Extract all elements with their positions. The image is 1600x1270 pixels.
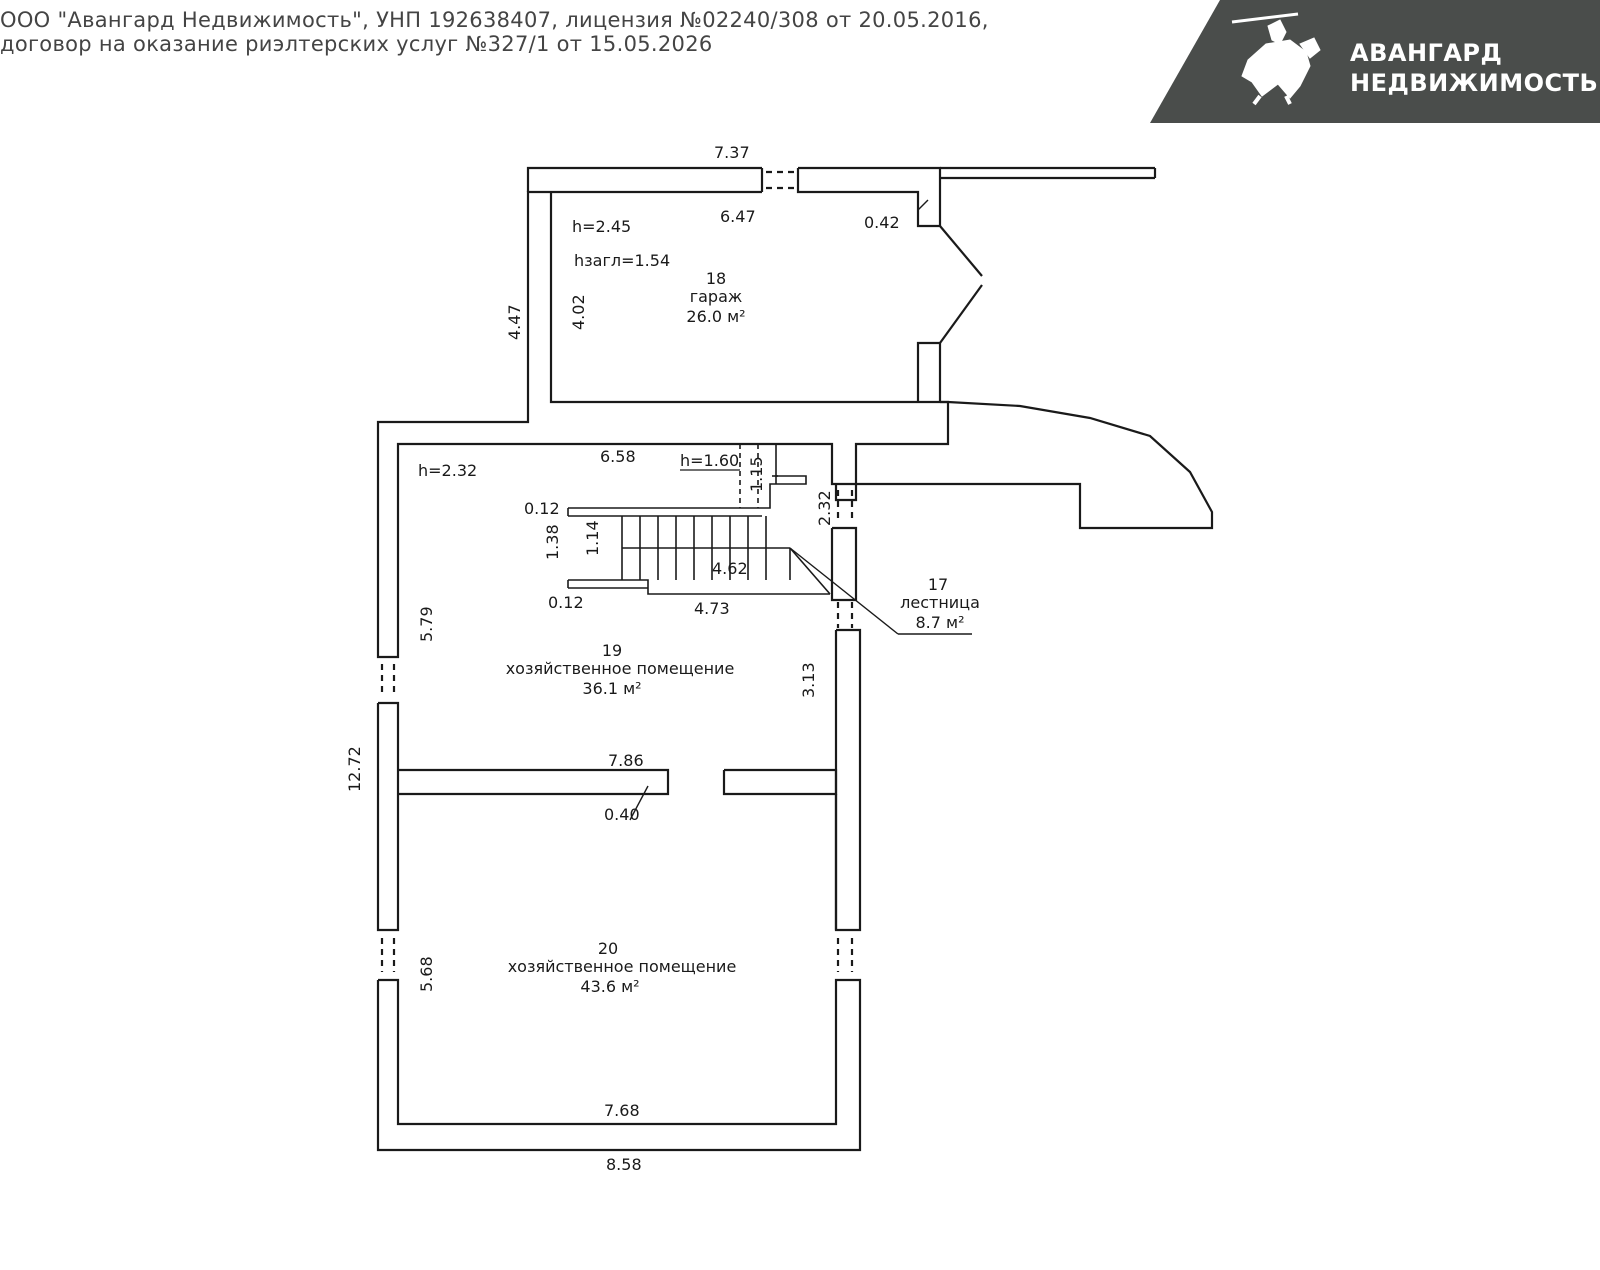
utility19-name: хозяйственное помещение (506, 659, 735, 678)
logo-line-1: АВАНГАРД (1350, 39, 1503, 67)
stair-area: 8.7 м² (915, 613, 964, 632)
garage-number: 18 (706, 269, 726, 288)
agency-header-line-2: договор на оказание риэлтерских услуг №3… (0, 32, 713, 56)
dim-0-12-top: 0.12 (524, 499, 560, 518)
dim-2-32: 2.32 (815, 490, 834, 526)
utility19-area: 36.1 м² (582, 679, 641, 698)
dim-7-68: 7.68 (604, 1101, 640, 1120)
agency-header: ООО "Авангард Недвижимость", УНП 1926384… (0, 8, 989, 56)
dim-3-13: 3.13 (799, 662, 818, 698)
dim-4-02: 4.02 (569, 294, 588, 330)
dim-6-58: 6.58 (600, 447, 636, 466)
dim-1-38: 1.38 (543, 524, 562, 560)
dim-0-40: 0.40 (604, 805, 640, 824)
dim-7-37: 7.37 (714, 143, 750, 162)
dim-7-86: 7.86 (608, 751, 644, 770)
logo-wordmark: АВАНГАРД НЕДВИЖИМОСТЬ (1350, 38, 1598, 98)
stair-name: лестница (900, 593, 980, 612)
staircase (567, 444, 831, 595)
utility20-number: 20 (598, 939, 618, 958)
dim-8-58: 8.58 (606, 1155, 642, 1174)
garage-height: h=2.45 (572, 217, 631, 236)
garage-wall-left-top (376, 190, 950, 659)
stair-number: 17 (928, 575, 948, 594)
garage-wall-right-bottom (916, 341, 942, 402)
utility20-area: 43.6 м² (580, 977, 639, 996)
logo-banner (1150, 0, 1600, 123)
dim-1-15: 1.15 (747, 456, 766, 492)
garage-area: 26.0 м² (686, 307, 745, 326)
dim-4-62: 4.62 (712, 559, 748, 578)
stair-height: h=1.60 (680, 451, 739, 470)
dim-0-42: 0.42 (864, 213, 900, 232)
dim-0-12-bottom: 0.12 (548, 593, 584, 612)
entrance-ramp (856, 400, 1214, 530)
dim-12-72: 12.72 (345, 746, 364, 792)
dim-1-14: 1.14 (583, 520, 602, 556)
dim-5-79: 5.79 (417, 606, 436, 642)
garage-name: гараж (690, 287, 743, 306)
dim-5-68: 5.68 (417, 956, 436, 992)
utility20-name: хозяйственное помещение (508, 957, 737, 976)
dim-4-47: 4.47 (505, 304, 524, 340)
logo-line-2: НЕДВИЖИМОСТЬ (1350, 69, 1599, 97)
agency-header-line-1: ООО "Авангард Недвижимость", УНП 1926384… (0, 8, 989, 32)
garage-outer-top (526, 166, 762, 192)
knight-on-horse-icon (1231, 12, 1321, 106)
utility19-height: h=2.32 (418, 461, 477, 480)
garage-pit-height: hзагл=1.54 (574, 251, 670, 270)
utility19-number: 19 (602, 641, 622, 660)
dim-6-47: 6.47 (720, 207, 756, 226)
dim-4-73: 4.73 (694, 599, 730, 618)
